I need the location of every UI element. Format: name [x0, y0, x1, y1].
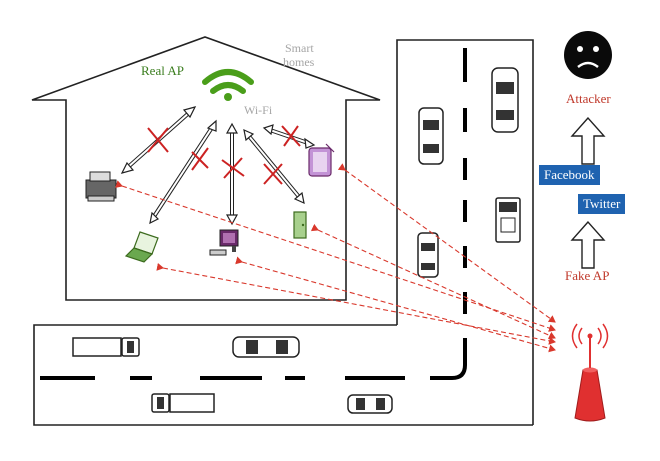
smart-door-icon — [293, 211, 307, 239]
car-icon — [417, 232, 439, 278]
fake-ap-tower-icon — [571, 323, 609, 422]
vertical-lane-markings — [430, 48, 467, 380]
wifi-label: Wi-Fi — [244, 103, 273, 117]
smart-homes-label-line1: Smart — [285, 41, 314, 55]
twitter-badge: Twitter — [578, 194, 626, 214]
facebook-badge: Facebook — [539, 165, 600, 185]
blocked-link-crosses — [147, 125, 301, 185]
attack-links — [115, 163, 556, 353]
fake-ap-label: Fake AP — [565, 268, 610, 283]
printer-icon — [85, 171, 117, 202]
smart-homes-label-line2: homes — [283, 55, 315, 69]
truck-icon — [151, 393, 215, 413]
wifi-icon — [202, 69, 254, 101]
car-icon — [347, 394, 393, 414]
car-icon — [491, 67, 519, 133]
up-arrow-icon — [570, 116, 606, 165]
attacker-sad-face-icon — [564, 31, 612, 79]
attacker-label: Attacker — [566, 91, 611, 106]
real-ap-label: Real AP — [141, 63, 184, 78]
truck-icon — [72, 337, 140, 357]
truck-icon — [495, 197, 521, 243]
car-icon — [418, 107, 444, 165]
tablet-icon — [308, 143, 335, 177]
up-arrow-icon — [570, 220, 606, 269]
car-icon — [232, 336, 300, 358]
